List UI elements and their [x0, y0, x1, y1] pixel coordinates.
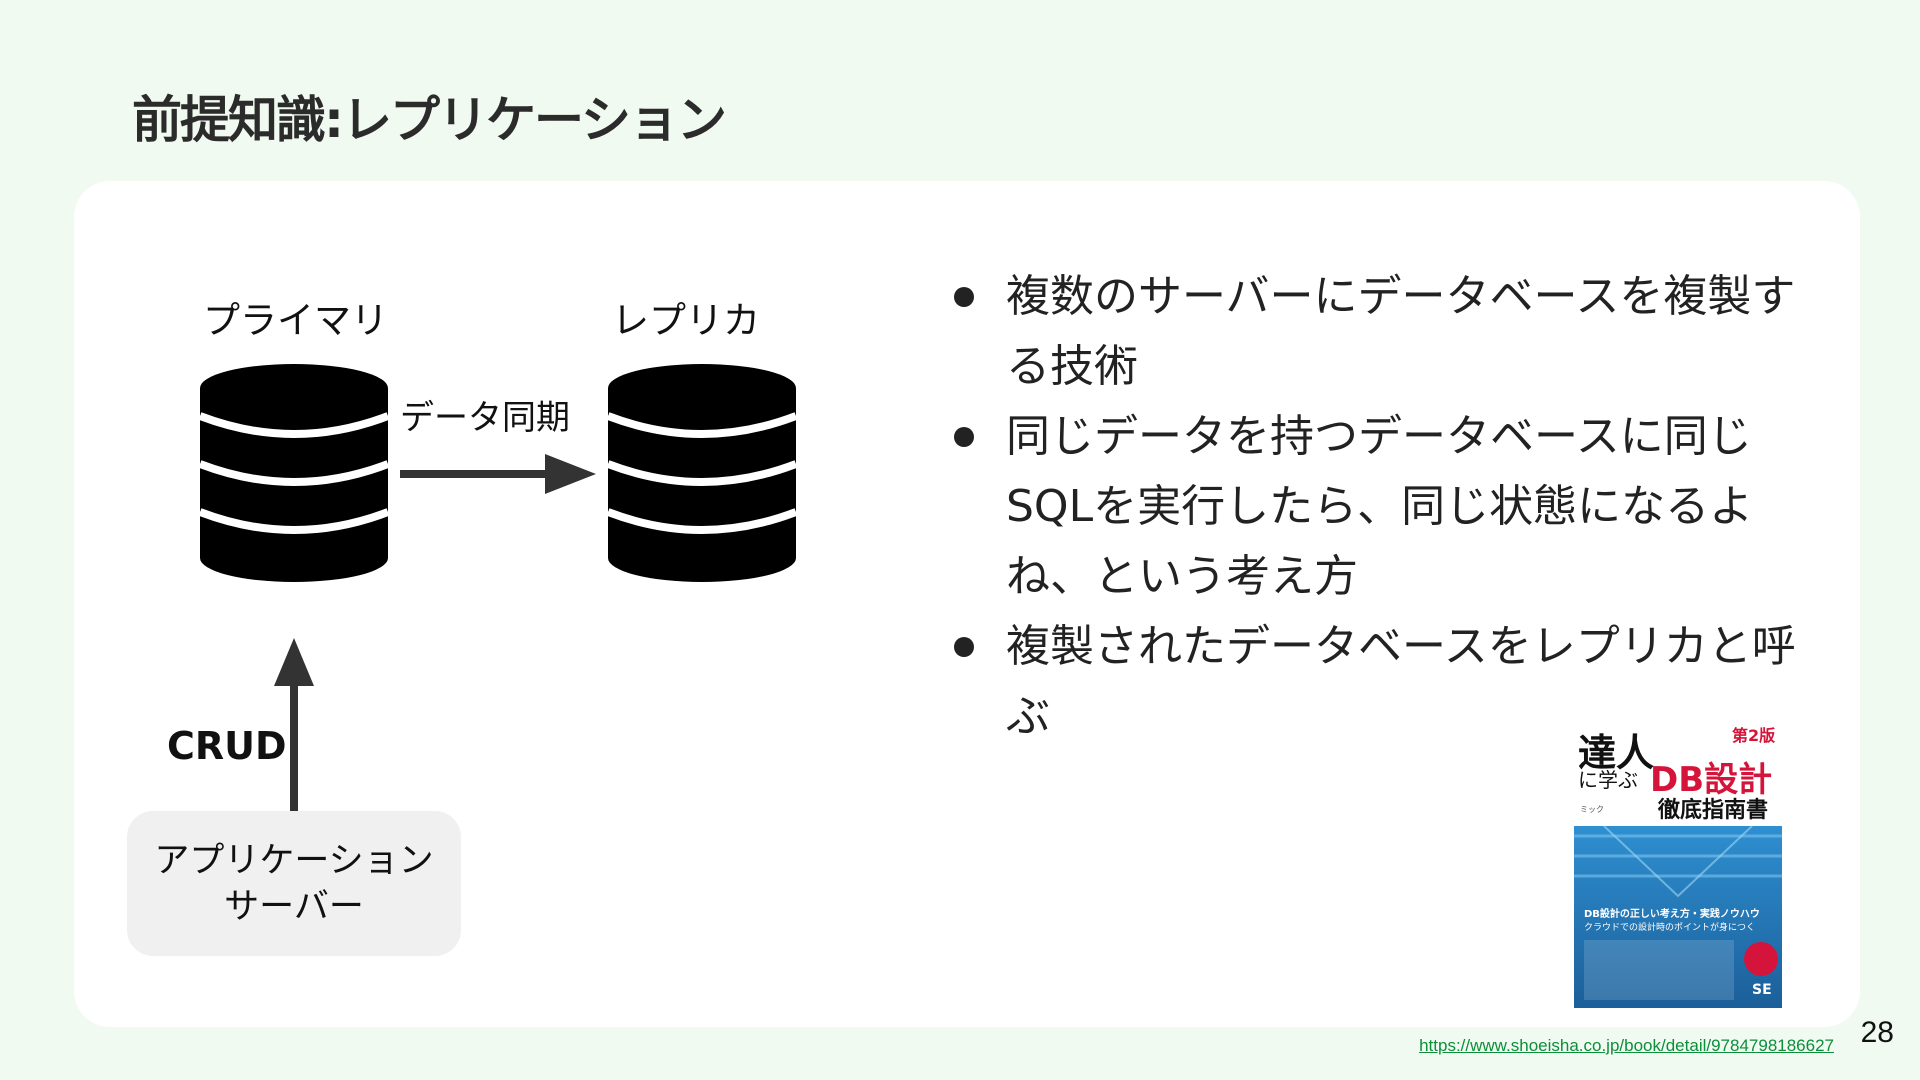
book-title-area: 達人 に学ぶ DB設計 第2版 徹底指南書 ミック: [1574, 722, 1782, 823]
replica-database-icon: [608, 364, 796, 582]
crud-label: CRUD: [167, 724, 287, 768]
crud-arrow-icon: [274, 638, 314, 812]
book-edition: 第2版: [1732, 726, 1776, 745]
primary-database-icon: [200, 364, 388, 582]
app-server-box: アプリケーション サーバー: [127, 811, 461, 956]
book-tagline-1: DB設計の正しい考え方・実践ノウハウ: [1584, 909, 1760, 920]
book-publisher: SE: [1752, 982, 1772, 998]
app-server-label-line2: サーバー: [224, 886, 364, 927]
book-cover-art: DB設計の正しい考え方・実践ノウハウ クラウドでの設計時のポイントが身につく S…: [1574, 826, 1782, 1008]
book-tagline-2: クラウドでの設計時のポイントが身につく: [1584, 923, 1756, 933]
book-cover-image: 達人 に学ぶ DB設計 第2版 徹底指南書 ミック DB設計の正しい考え方・実践…: [1574, 722, 1782, 1008]
bullet-list: 複数のサーバーにデータベースを複製する技術 同じデータを持つデータベースに同じS…: [950, 262, 1830, 752]
bullet-item: 複数のサーバーにデータベースを複製する技術: [950, 262, 1830, 402]
primary-label: プライマリ: [203, 299, 388, 342]
source-link[interactable]: https://www.shoeisha.co.jp/book/detail/9…: [1419, 1036, 1834, 1055]
book-title-line2: に学ぶ: [1578, 768, 1638, 792]
book-subtitle: 徹底指南書: [1658, 798, 1769, 823]
sync-arrow-icon: [400, 454, 596, 494]
page-number: 28: [1860, 1016, 1894, 1049]
book-feature-list: [1584, 940, 1734, 1000]
slide-title: 前提知識:レプリケーション: [132, 91, 727, 149]
bullet-dot-icon: [954, 427, 974, 447]
replica-label: レプリカ: [612, 299, 760, 342]
sync-label: データ同期: [400, 398, 570, 438]
pool-lanes-icon: [1574, 826, 1782, 898]
bullet-dot-icon: [954, 637, 974, 657]
book-author: ミック: [1580, 805, 1604, 814]
bullet-dot-icon: [954, 287, 974, 307]
book-title-db: DB設計: [1650, 760, 1773, 800]
app-server-label-line1: アプリケーション: [154, 840, 434, 881]
bullet-item: 同じデータを持つデータベースに同じSQLを実行したら、同じ状態になるよね、という…: [950, 402, 1830, 612]
book-title-line1: 達人: [1578, 731, 1655, 775]
bullet-item: 複製されたデータベースをレプリカと呼ぶ: [950, 612, 1830, 752]
book-badge-icon: [1744, 942, 1778, 976]
